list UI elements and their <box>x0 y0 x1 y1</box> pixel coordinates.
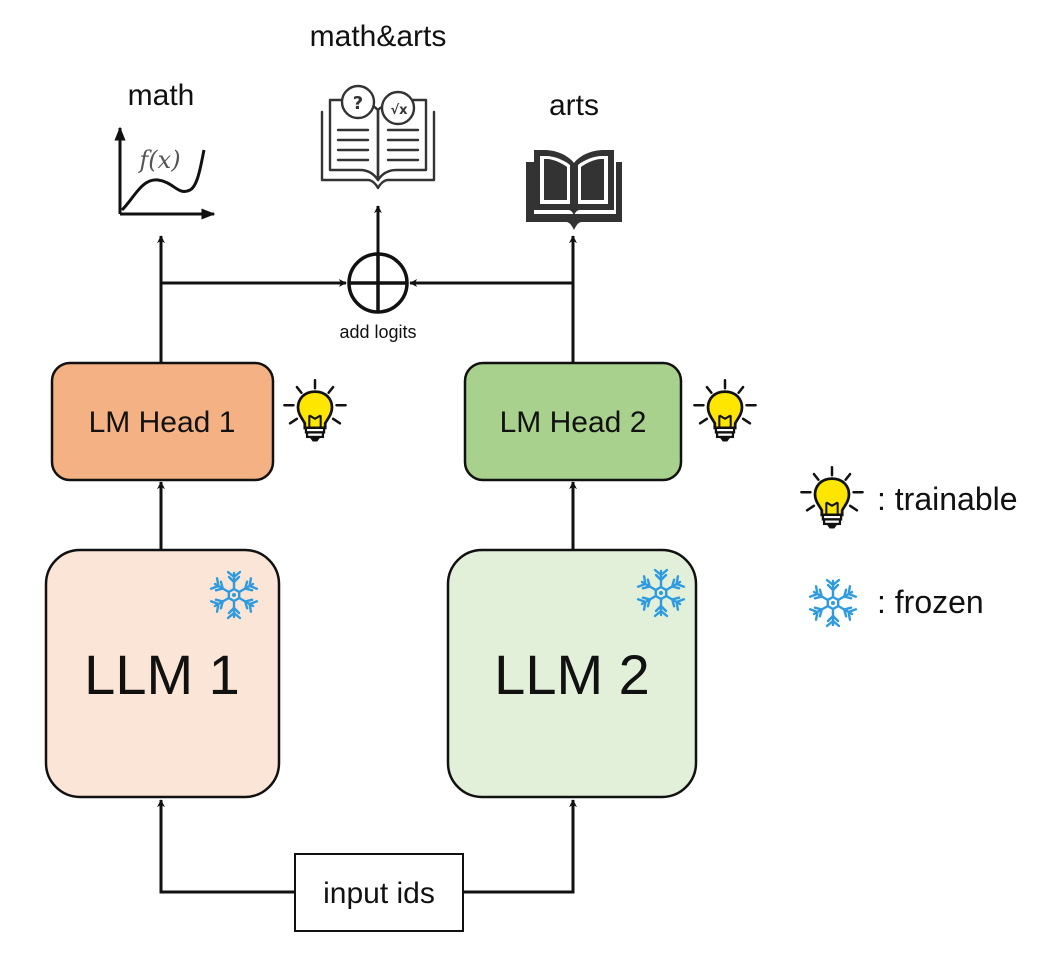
legend-frozen-label: : frozen <box>877 584 984 620</box>
input-ids-box: input ids <box>294 853 464 932</box>
llm-2-label: LLM 2 <box>494 643 650 706</box>
open-book-icon: ? √x <box>320 84 436 190</box>
svg-text:√x: √x <box>390 103 408 118</box>
lm-head-2-label: LM Head 2 <box>500 406 647 439</box>
legend: : trainable : frozen <box>800 465 1018 626</box>
arrow-input-to-llm2 <box>463 799 577 894</box>
input-ids-label: input ids <box>323 877 435 910</box>
lm-head-2: LM Head 2 <box>463 361 683 482</box>
function-graph-icon: f(x) <box>114 126 216 220</box>
llm-1: LLM 1 <box>44 548 281 799</box>
book-icon <box>526 150 622 230</box>
lightbulb-icon <box>800 465 864 530</box>
math-icon-text: f(x) <box>137 146 180 174</box>
svg-text:?: ? <box>353 93 363 114</box>
lightbulb-icon <box>693 378 757 443</box>
connectors <box>157 205 577 894</box>
snowflake-icon <box>810 580 856 626</box>
math-arts-label: math&arts <box>310 20 447 53</box>
lm-head-1-label: LM Head 1 <box>89 406 236 439</box>
lightbulb-icon <box>283 378 347 443</box>
add-logits-label: add logits <box>339 322 416 342</box>
arts-label: arts <box>549 89 599 122</box>
lm-head-1: LM Head 1 <box>50 361 275 482</box>
llm-2: LLM 2 <box>446 548 698 799</box>
circle-plus-icon <box>347 252 409 314</box>
math-label: math <box>128 79 195 112</box>
llm-1-label: LLM 1 <box>84 643 240 706</box>
legend-trainable-label: : trainable <box>877 481 1018 517</box>
arrow-input-to-llm1 <box>157 799 295 894</box>
